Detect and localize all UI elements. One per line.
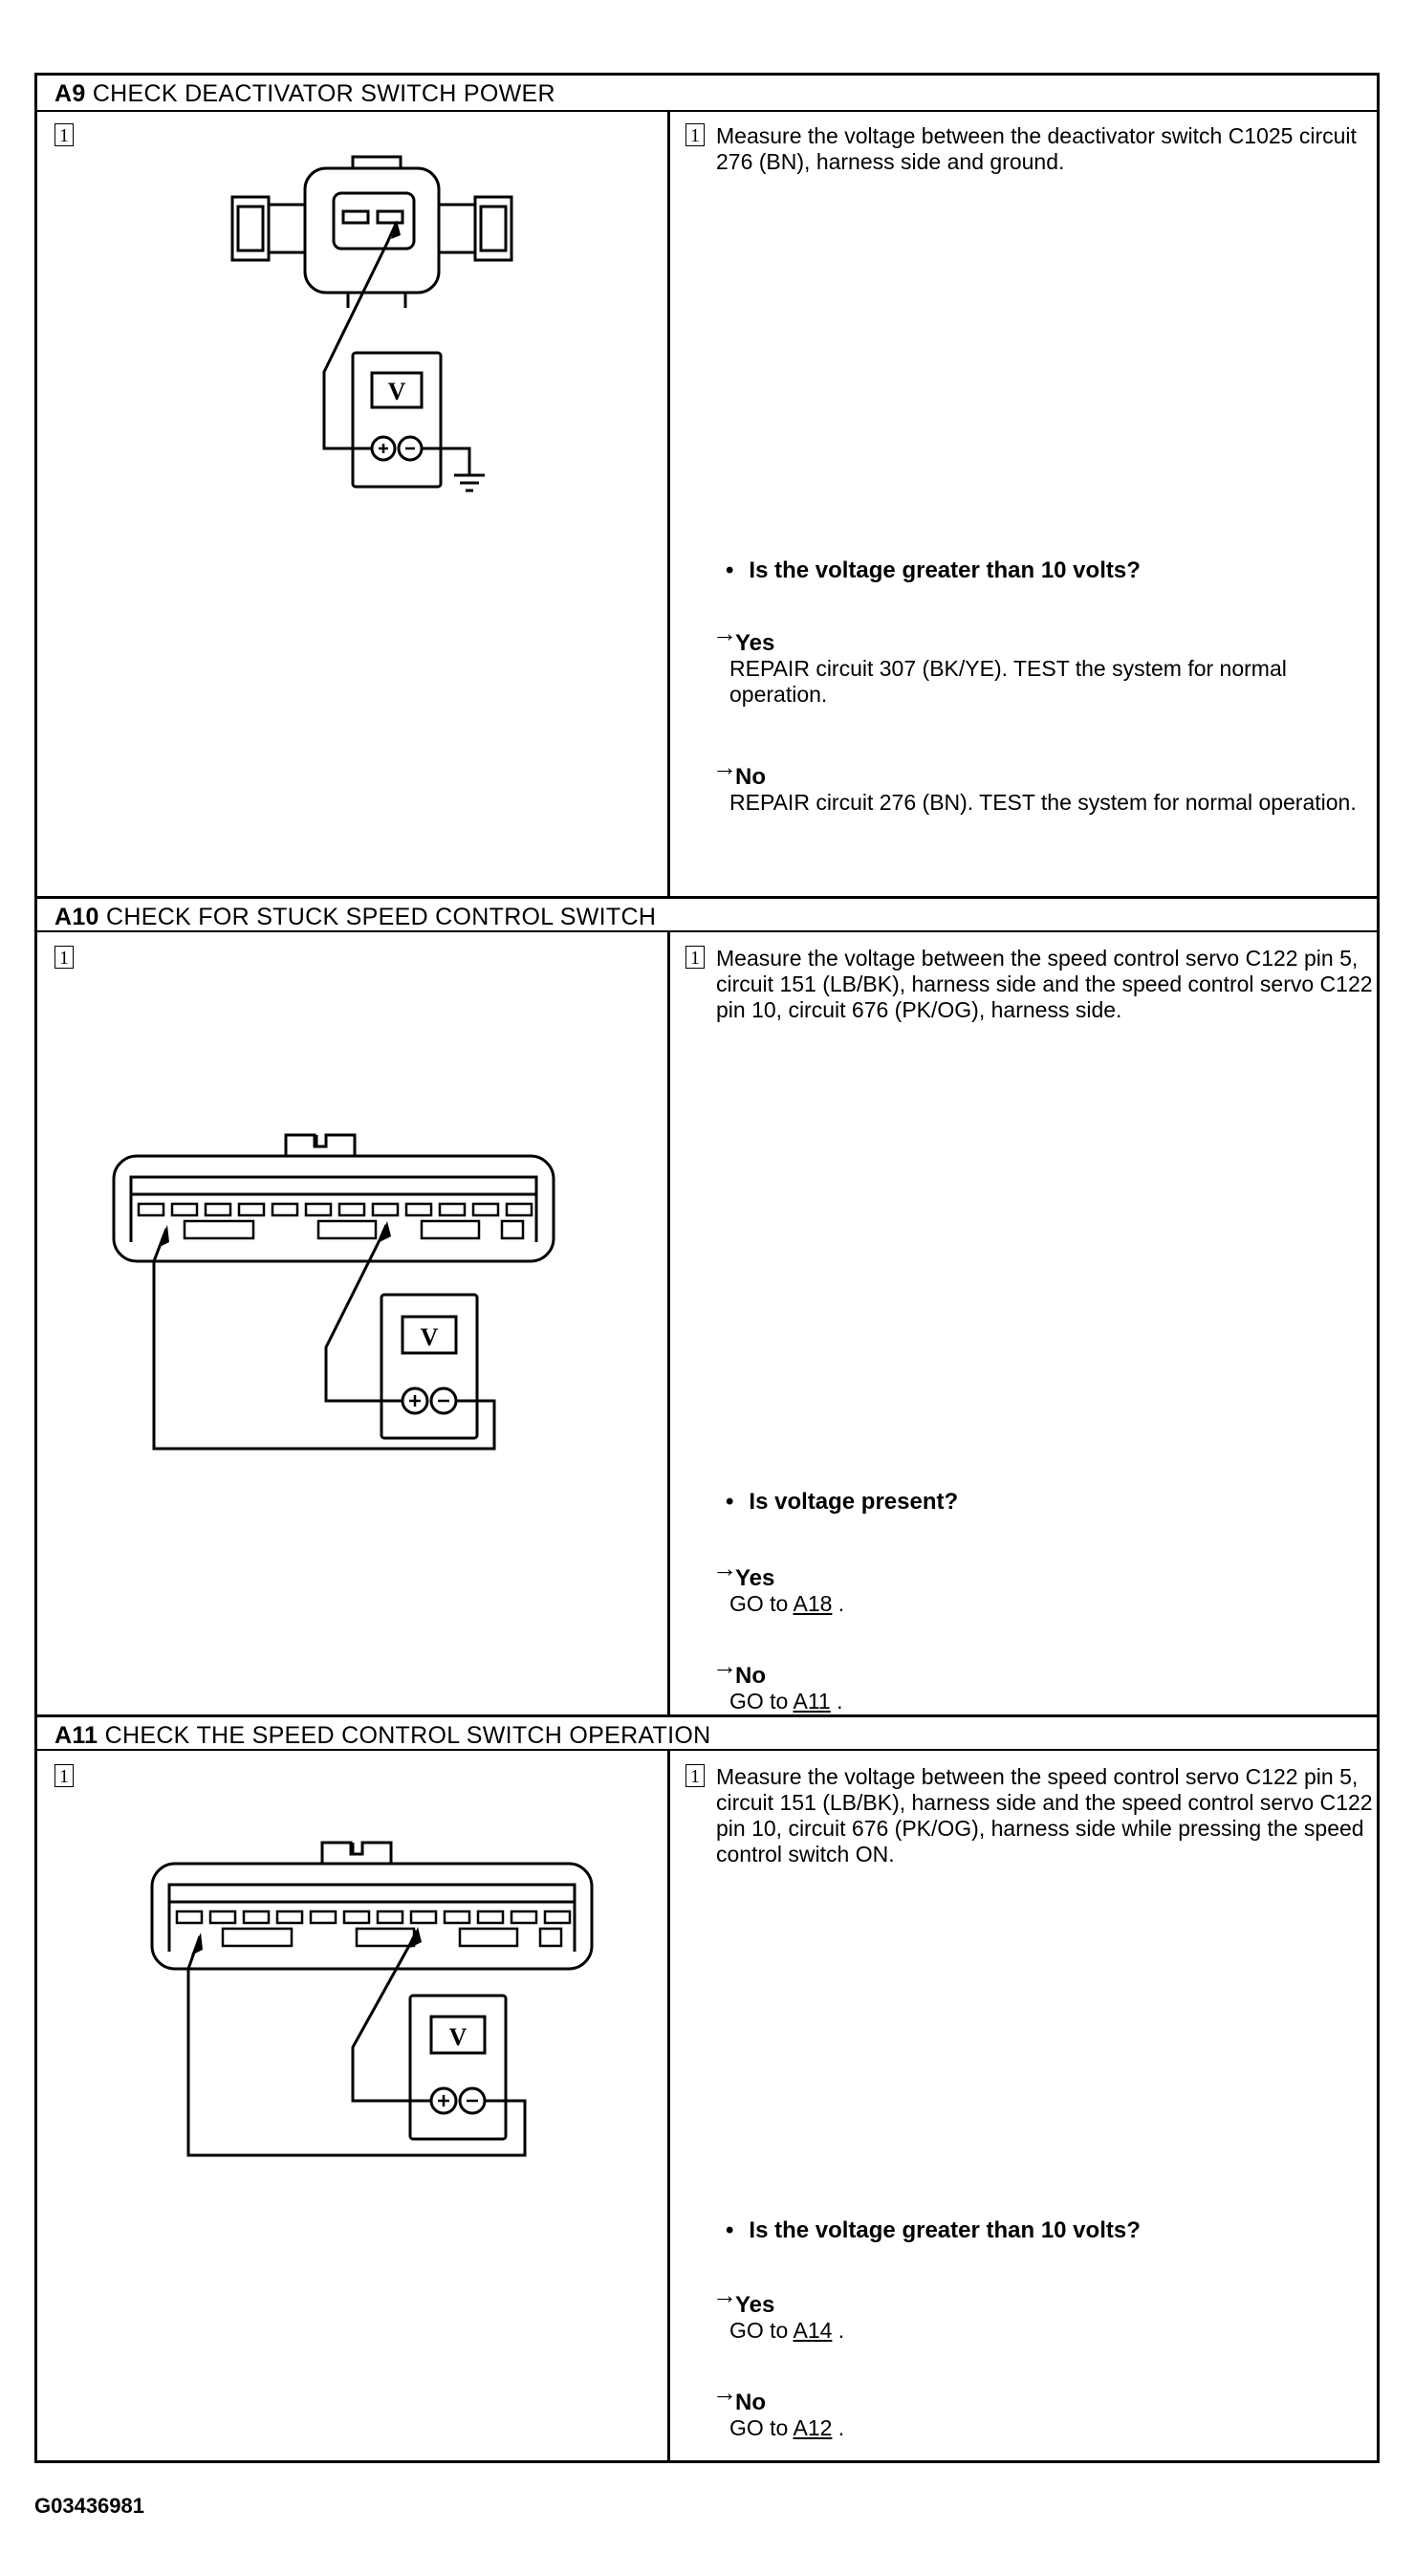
step-marker: 1 xyxy=(54,1764,74,1787)
bullet: • xyxy=(726,557,734,583)
answer-text: REPAIR circuit 307 (BK/YE). TEST the sys… xyxy=(729,656,1287,707)
answer-prefix: GO to xyxy=(729,1591,794,1616)
goto-link-a11[interactable]: A11 xyxy=(793,1689,831,1714)
section-title: CHECK THE SPEED CONTROL SWITCH OPERATION xyxy=(104,1722,711,1749)
column-divider xyxy=(667,1751,670,2460)
arrow-right-icon: → xyxy=(712,2378,737,2407)
step-marker: 1 xyxy=(685,946,705,969)
decision-question: • Is the voltage greater than 10 volts? xyxy=(726,557,1141,584)
procedure-table: A9 CHECK DEACTIVATOR SWITCH POWER 1 1 xyxy=(34,73,1380,2463)
servo-connector-switch-diagram: V xyxy=(150,1841,594,2157)
voltmeter-label: V xyxy=(421,1323,439,1351)
section-code: A10 xyxy=(54,904,99,930)
answer-yes: → Yes REPAIR circuit 307 (BK/YE). TEST t… xyxy=(712,621,1368,708)
question-text: Is the voltage greater than 10 volts? xyxy=(749,557,1141,583)
arrow-right-icon: → xyxy=(712,619,737,647)
answer-text: GO to A14 . xyxy=(729,2318,845,2343)
arrow-right-icon: → xyxy=(712,1651,737,1680)
step-marker: 1 xyxy=(54,123,74,146)
section-code: A11 xyxy=(54,1722,98,1749)
voltmeter-label: V xyxy=(388,378,406,405)
figure-id: G03436981 xyxy=(34,2494,144,2518)
decision-question: • Is the voltage greater than 10 volts? xyxy=(726,2217,1141,2244)
bullet: • xyxy=(726,1489,734,1515)
answer-label: No xyxy=(735,1663,766,1689)
answer-yes: → Yes GO to A18 . xyxy=(712,1556,1368,1617)
section-header-a10: A10 CHECK FOR STUCK SPEED CONTROL SWITCH xyxy=(37,896,1377,932)
section-header-a9: A9 CHECK DEACTIVATOR SWITCH POWER xyxy=(37,76,1377,112)
step-instruction: Measure the voltage between the speed co… xyxy=(716,1764,1373,1867)
section-code: A9 xyxy=(54,80,86,107)
answer-label: No xyxy=(735,764,766,790)
deactivator-switch-diagram: V xyxy=(230,155,513,492)
answer-text: GO to A12 . xyxy=(729,2415,845,2440)
step-marker: 1 xyxy=(685,123,705,146)
answer-text: GO to A18 . xyxy=(729,1591,845,1616)
column-divider xyxy=(667,932,670,1716)
goto-link-a18[interactable]: A18 xyxy=(793,1591,833,1616)
answer-prefix: GO to xyxy=(729,1689,794,1714)
bullet: • xyxy=(726,2217,734,2243)
answer-no: → No REPAIR circuit 276 (BN). TEST the s… xyxy=(712,754,1368,816)
answer-label: Yes xyxy=(735,1565,775,1591)
answer-yes: → Yes GO to A14 . xyxy=(712,2282,1368,2344)
question-text: Is voltage present? xyxy=(749,1489,959,1515)
answer-no: → No GO to A12 . xyxy=(712,2380,1368,2441)
answer-label: No xyxy=(735,2390,766,2415)
step-instruction: Measure the voltage between the speed co… xyxy=(716,946,1373,1022)
column-divider xyxy=(667,112,670,898)
answer-text: GO to A11 . xyxy=(729,1689,843,1714)
answer-label: Yes xyxy=(735,2292,775,2318)
answer-label: Yes xyxy=(735,630,775,656)
answer-no: → No GO to A11 . xyxy=(712,1653,1368,1714)
section-title: CHECK DEACTIVATOR SWITCH POWER xyxy=(92,80,555,107)
servo-connector-diagram: V xyxy=(112,1133,555,1451)
answer-text: REPAIR circuit 276 (BN). TEST the system… xyxy=(729,790,1357,815)
question-text: Is the voltage greater than 10 volts? xyxy=(749,2217,1141,2243)
answer-prefix: GO to xyxy=(729,2318,794,2343)
voltmeter-label: V xyxy=(449,2023,468,2051)
arrow-right-icon: → xyxy=(712,2281,737,2309)
goto-link-a12[interactable]: A12 xyxy=(793,2415,833,2440)
section-title: CHECK FOR STUCK SPEED CONTROL SWITCH xyxy=(106,904,657,930)
step-marker: 1 xyxy=(54,946,74,969)
arrow-right-icon: → xyxy=(712,753,737,781)
step-instruction: Measure the voltage between the deactiva… xyxy=(716,123,1357,174)
decision-question: • Is voltage present? xyxy=(726,1489,958,1516)
section-header-a11: A11 CHECK THE SPEED CONTROL SWITCH OPERA… xyxy=(37,1714,1377,1751)
arrow-right-icon: → xyxy=(712,1554,737,1583)
answer-prefix: GO to xyxy=(729,2415,794,2440)
step-marker: 1 xyxy=(685,1764,705,1787)
goto-link-a14[interactable]: A14 xyxy=(793,2318,833,2343)
